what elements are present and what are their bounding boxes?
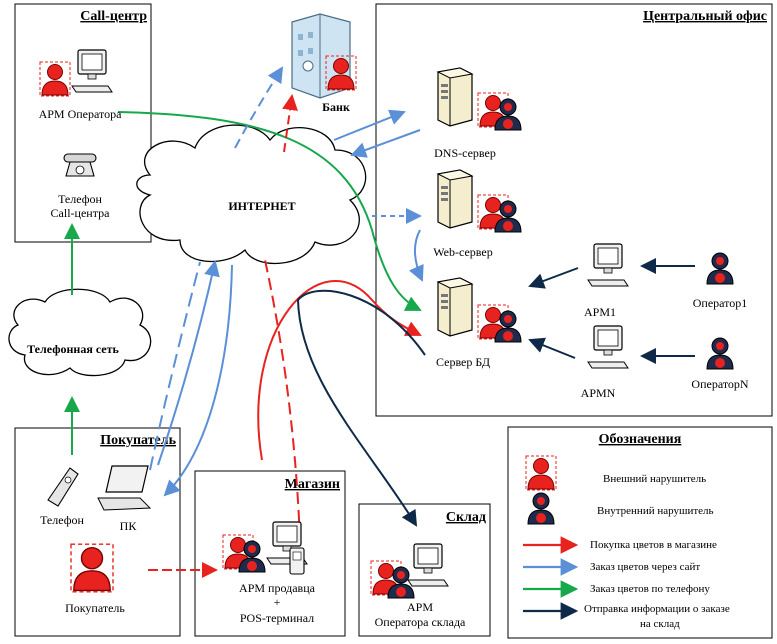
pos-terminal-icon	[289, 547, 305, 575]
blue-arrow-internet-to-pc	[163, 264, 233, 497]
navy-arrow-arm1-to-db	[528, 267, 579, 289]
db-server-label: Сервер БД	[436, 355, 490, 369]
legend-internal-icon	[527, 492, 555, 525]
legend-warehouse-label-2: на склад	[640, 618, 680, 630]
arm1-label: АРМ1	[584, 305, 616, 319]
seller-label-3: POS-терминал	[240, 611, 314, 625]
arm-operator-monitor-icon	[71, 49, 113, 93]
legend-phone-label: Заказ цветов по телефону	[590, 583, 710, 595]
shop-box	[194, 470, 346, 637]
callcenter-phone-label-1: Телефон	[58, 192, 102, 206]
buyer-person-icon	[70, 543, 114, 593]
warehouse-box	[358, 503, 491, 637]
legend-shop-label: Покупка цветов в магазине	[590, 539, 717, 551]
internet-label: ИНТЕРНЕТ	[228, 199, 295, 213]
external-intruder-icon	[39, 61, 71, 97]
phone-network-label: Телефонная сеть	[27, 342, 119, 356]
blue-arrow-dns-to-internet	[350, 129, 421, 158]
internet-cloud	[136, 124, 367, 265]
legend-warehouse-label-1: Отправка информации о заказе	[584, 603, 730, 615]
legend-title: Обозначения	[599, 432, 682, 447]
shop-title: Магазин	[285, 477, 340, 492]
seller-label-2: +	[274, 595, 281, 609]
callcenter-phone-label-2: Call-центра	[51, 206, 111, 220]
op1-label: Оператор1	[693, 296, 748, 310]
arm-operator-label: АРМ Оператора	[39, 107, 123, 121]
legend-internal-label: Внутренний нарушитель	[597, 505, 714, 517]
red-arrow-seller-to-db	[257, 280, 422, 461]
warehouse-label-2: Оператора склада	[375, 615, 466, 629]
pc-label: ПК	[120, 519, 138, 533]
mobile-phone-icon	[47, 467, 79, 507]
opn-label: ОператорN	[691, 377, 749, 391]
blue-arrow-web-to-db	[409, 229, 424, 282]
navy-arrow-db-to-warehouse	[296, 289, 426, 527]
bank-label: Банк	[322, 100, 350, 114]
blue-dashed-arrow-internet-to-bank	[234, 66, 284, 149]
buyer-phone-label: Телефон	[40, 513, 84, 527]
seller-label-1: АРМ продавца	[239, 581, 316, 595]
phone-network-cloud	[8, 288, 152, 377]
buyer-box	[14, 427, 181, 637]
red-dashed-arrow-pos-to-internet	[264, 259, 301, 541]
callcenter-phone-icon	[63, 153, 97, 177]
dns-server-icon	[437, 67, 473, 127]
blue-arrow-pc-to-internet	[157, 260, 220, 466]
buyer-label: Покупатель	[65, 601, 125, 615]
legend-site-label: Заказ цветов через сайт	[590, 561, 700, 573]
warehouse-monitor-icon	[407, 543, 449, 587]
legend-external-label: Внешний нарушитель	[603, 473, 706, 485]
op1-internal-intruder-icon	[706, 252, 734, 285]
web-server-label: Web-сервер	[433, 245, 492, 259]
armn-label: АРМN	[581, 386, 616, 400]
opn-internal-intruder-icon	[706, 337, 734, 370]
arm1-monitor-icon	[587, 243, 629, 287]
legend-box	[507, 426, 773, 639]
blue-dashed-arrow-pc-internet	[149, 261, 201, 471]
green-arrow-arm-to-db	[117, 111, 422, 311]
web-server-icon	[437, 169, 473, 229]
navy-arrow-armn-to-db	[528, 337, 576, 359]
office-box	[375, 3, 773, 417]
office-title: Центральный офис	[643, 9, 767, 24]
armn-monitor-icon	[587, 325, 629, 369]
legend-external-icon	[525, 455, 557, 491]
callcenter-box	[14, 3, 152, 243]
callcenter-title: Call-центр	[80, 9, 147, 24]
warehouse-label-1: АРМ	[407, 600, 433, 614]
warehouse-title: Склад	[446, 510, 486, 525]
db-server-icon	[437, 277, 473, 337]
red-dashed-arrow-internet-to-bank	[282, 94, 298, 153]
dns-server-label: DNS-сервер	[434, 146, 496, 160]
laptop-icon	[97, 465, 152, 511]
blue-arrow-internet-to-dns	[333, 109, 406, 141]
